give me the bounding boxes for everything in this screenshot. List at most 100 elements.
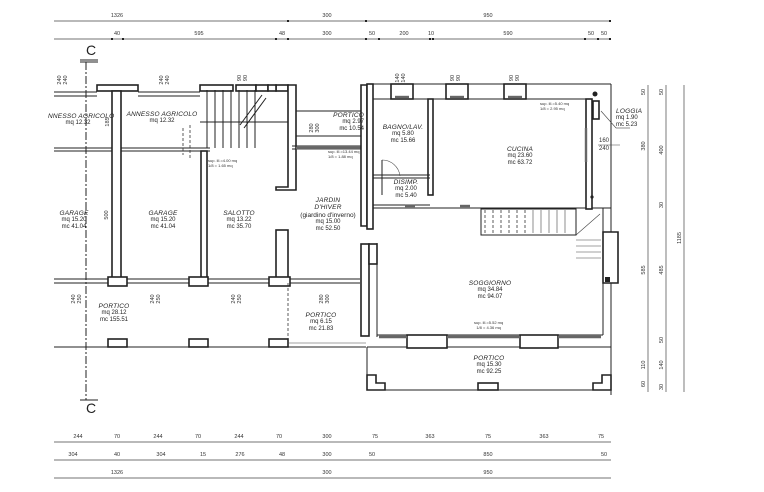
win-h: 240 — [165, 75, 171, 85]
win-h: 250 — [77, 294, 83, 304]
room-portico-mid: PORTICO mq 6.15 mc 21.83 — [296, 312, 346, 333]
dim-top2-50c: 50 — [600, 31, 608, 37]
room-salotto: SALOTTO mq 13.22 mc 35.70 — [214, 210, 264, 231]
room-volume: mc 5.40 — [395, 193, 417, 200]
win-h: 90 — [243, 74, 249, 82]
room-volume: mc 15.66 — [390, 138, 416, 145]
dim-top2-590: 590 — [503, 31, 513, 37]
dim-b2: 50 — [600, 452, 608, 458]
room-name-2: D'HIVER — [314, 204, 342, 212]
dim-b1: 70 — [275, 434, 283, 440]
room-name: JARDIN — [315, 197, 341, 204]
right-dimension-lines — [647, 85, 685, 392]
room-name: LOGGIA — [616, 108, 643, 115]
room-name: CUCINA — [506, 146, 534, 153]
dim-r2: 30 — [659, 383, 665, 391]
room-name: BAGNO/LAV. — [382, 124, 424, 131]
room-name: DISIMP. — [393, 179, 419, 186]
win-h: 140 — [401, 73, 407, 83]
room-garage: GARAGE mq 15.20 mc 41.04 — [138, 210, 188, 231]
win-h: 250 — [237, 294, 243, 304]
room-volume: mc 52.50 — [315, 226, 341, 233]
room-volume: mc 41.04 — [61, 224, 87, 231]
note-line: 1/8 = 1.88 mq — [328, 153, 353, 159]
room-area: mq 23.60 — [507, 153, 533, 160]
note-line: 1/8 = 1.65 mq — [208, 162, 233, 168]
room-garage-left: GARAGE mq 15.20 mc 41.04 — [54, 210, 94, 231]
room-volume: mc 21.83 — [308, 326, 334, 333]
room-cucina: CUCINA mq 23.60 mc 63.72 — [495, 146, 545, 167]
dim-b2: 50 — [368, 452, 376, 458]
note-salotto: sup. ill.=4.00 mq 1/8 = 1.65 mq — [208, 158, 237, 169]
dim-r1: 60 — [641, 380, 647, 388]
dim-b2: 276 — [235, 452, 245, 458]
dim-r2: 30 — [659, 201, 665, 209]
room-volume: mc 63.72 — [507, 160, 533, 167]
dim-top2-48: 48 — [278, 31, 286, 37]
dim-top2-10: 10 — [427, 31, 435, 37]
dim-top-950: 950 — [483, 13, 493, 19]
loggia-opening-w: 160 — [598, 138, 610, 144]
dim-r2: 50 — [659, 336, 665, 344]
dim-r1: 380 — [641, 141, 647, 151]
room-area: mq 2.00 — [395, 186, 417, 193]
dim-b1: 300 — [322, 434, 332, 440]
dim-top2-300: 300 — [322, 31, 332, 37]
left-stair — [182, 90, 288, 160]
room-name: NNESSO AGRICOLO — [48, 113, 115, 120]
room-name: GARAGE — [148, 210, 178, 217]
note-soggiorno: sup. ill.=5.52 mq 1/8 = 4.36 mq — [474, 320, 504, 331]
dim-r1: 110 — [641, 360, 647, 370]
dim-b1: 244 — [73, 434, 83, 440]
right-stair — [480, 208, 601, 259]
note-line: sup. ill.=13.44 mq — [328, 149, 360, 154]
room-area: mq 2.97 — [342, 119, 364, 126]
room-area: mq 1.90 — [616, 115, 638, 122]
bottom-dimension-lines — [54, 441, 611, 479]
room-area: mq 34.84 — [477, 287, 503, 294]
room-annesso-agricolo: ANNESSO AGRICOLO mq 12.32 — [122, 111, 202, 125]
lower-porticos — [54, 283, 366, 348]
loggia-opening-h: 240 — [598, 146, 610, 152]
dim-b1: 363 — [539, 434, 549, 440]
section-axis-c — [80, 59, 98, 401]
dim-top2-595: 595 — [194, 31, 204, 37]
room-area: mq 28.12 — [101, 310, 127, 317]
room-volume: mc 41.04 — [150, 224, 176, 231]
room-name: SALOTTO — [223, 210, 255, 217]
dim-b1: 244 — [153, 434, 163, 440]
dim-b2: 15 — [199, 452, 207, 458]
dim-b3: 1326 — [110, 470, 124, 476]
dim-r1: 585 — [641, 265, 647, 275]
dim-b1: 75 — [371, 434, 379, 440]
section-marker-top: C — [86, 42, 97, 58]
room-volume: mc 5.23 — [616, 122, 638, 129]
dim-top2-50: 50 — [368, 31, 376, 37]
dim-r2: 400 — [659, 145, 665, 155]
win-h: 240 — [63, 75, 69, 85]
room-portico-left: PORTICO mq 28.12 mc 155.51 — [92, 303, 136, 324]
room-area: mq 15.20 — [150, 217, 176, 224]
dim-top2-200: 200 — [399, 31, 409, 37]
win-h: 90 — [456, 74, 462, 82]
room-name: PORTICO — [98, 303, 130, 310]
room-annesso-left: NNESSO AGRICOLO mq 12.32 — [48, 113, 115, 127]
dim-b2: 850 — [483, 452, 493, 458]
dim-b2: 304 — [156, 452, 166, 458]
room-name: PORTICO — [473, 355, 505, 362]
dim-b1: 75 — [484, 434, 492, 440]
right-wing-walls — [360, 83, 630, 395]
dim-top2-40: 40 — [113, 31, 121, 37]
top-dimension-lines — [54, 20, 611, 40]
dim-r1: 50 — [641, 88, 647, 96]
room-volume: mc 10.54 — [339, 126, 364, 133]
note-line: sup. ill.=5.52 mq — [474, 320, 504, 325]
room-loggia: LOGGIA mq 1.90 mc 5.23 — [616, 108, 648, 129]
dim-b2: 40 — [113, 452, 121, 458]
room-area: mq 6.15 — [310, 319, 332, 326]
room-area: mq 15.30 — [476, 362, 502, 369]
left-wing-walls — [54, 84, 360, 287]
room-volume: mc 94.07 — [477, 294, 503, 301]
dim-r2: 485 — [659, 265, 665, 275]
room-volume: mc 92.25 — [476, 369, 502, 376]
